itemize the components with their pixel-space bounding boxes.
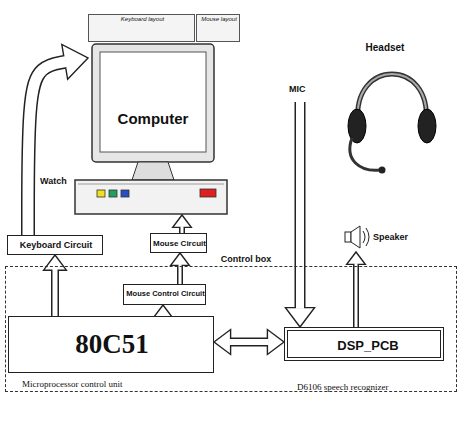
arrow-head xyxy=(214,330,231,355)
control-box: Control boxMouse Control Circuit80C51Mic… xyxy=(5,266,457,392)
node-label: Computer xyxy=(100,110,206,127)
circuit-box: Keyboard Circuit xyxy=(7,235,103,255)
hollow-arrow xyxy=(214,330,284,355)
circuit-box: Mouse Control Circuit xyxy=(123,284,206,305)
node-label: DSP_PCB xyxy=(288,339,448,354)
node-label: Speaker xyxy=(373,232,423,242)
arrow-fill xyxy=(181,226,184,233)
headset-illustration: Headset xyxy=(292,40,447,102)
node-label: Keyboard layout xyxy=(89,16,196,23)
headset-band xyxy=(358,74,427,122)
arrow-fill xyxy=(179,264,182,284)
sound-waves xyxy=(363,228,369,246)
node-caption: D6106 speech recognizer xyxy=(297,382,457,392)
arrow-fill xyxy=(53,269,58,316)
speaker-icon: Speaker xyxy=(343,224,423,252)
hollow-arrow xyxy=(171,253,190,284)
ear-pad xyxy=(418,109,436,143)
mic-boom xyxy=(350,138,380,170)
hollow-arrow xyxy=(44,255,67,316)
speaker-body xyxy=(345,232,351,242)
hollow-arrow xyxy=(347,252,366,327)
arrow-head xyxy=(285,308,314,327)
microprocessor-box: 80C51Microprocessor control unit xyxy=(8,316,214,373)
drive-slot xyxy=(97,190,105,197)
arrow-fill xyxy=(296,102,304,309)
arrow-head xyxy=(267,330,284,355)
base-line xyxy=(78,184,224,185)
computer-illustration: Computer Keyboard layoutMouse layout xyxy=(88,12,240,215)
drive-slot xyxy=(109,190,117,197)
mic-tip xyxy=(379,167,386,174)
arrow-head xyxy=(44,255,67,270)
hollow-arrow xyxy=(285,102,314,327)
node-label: Mouse layout xyxy=(197,16,241,23)
computer-base xyxy=(75,180,227,214)
node-label: Keyboard Circuit xyxy=(8,240,104,250)
node-label: Control box xyxy=(196,254,296,264)
arrow-head xyxy=(171,253,190,265)
monitor-stand xyxy=(132,162,174,180)
dsp-board-box: DSP_PCBD6106 speech recognizer xyxy=(284,327,444,361)
node-label: 80C51 xyxy=(9,329,215,360)
node-caption: Microprocessor control unit xyxy=(22,379,192,389)
arrow-head xyxy=(347,252,366,264)
keyboard-layout-panel: Keyboard layout xyxy=(88,14,195,42)
monitor-screen xyxy=(100,52,206,152)
arrow-fill xyxy=(229,339,268,345)
arrow-head xyxy=(173,215,192,227)
circuit-box: Mouse Circuit xyxy=(150,233,207,253)
hollow-arrow xyxy=(28,44,88,235)
hollow-arrow xyxy=(173,215,192,233)
monitor-frame xyxy=(92,44,214,162)
drive-slot xyxy=(121,190,129,197)
edge-label: Watch xyxy=(40,176,67,186)
edge-label: MIC xyxy=(289,84,306,94)
node-label: Mouse Circuit xyxy=(151,239,208,248)
power-button xyxy=(200,189,216,197)
node-label: Mouse Control Circuit xyxy=(124,290,207,299)
arrow-fill xyxy=(28,62,66,235)
mouse-layout-panel: Mouse layout xyxy=(196,14,240,42)
arrow-fill xyxy=(355,263,358,327)
speaker-cone xyxy=(351,226,360,248)
node-label: Headset xyxy=(345,42,425,54)
headset-band-inner xyxy=(358,74,427,122)
